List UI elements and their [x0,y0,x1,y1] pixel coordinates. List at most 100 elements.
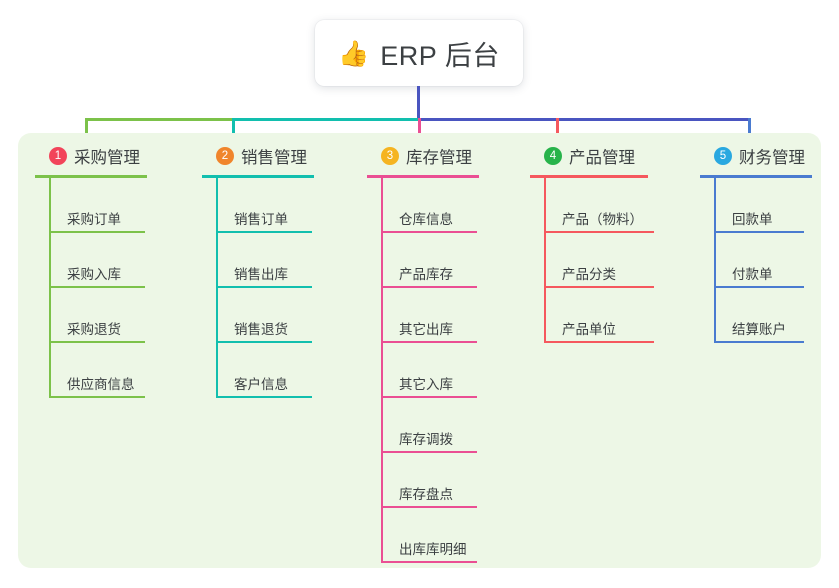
branch-header-rule [367,175,479,178]
root-node-erp-backend[interactable]: 👍 ERP 后台 [315,20,523,86]
branch-item-label: 结算账户 [732,322,786,337]
branch-item[interactable]: 采购入库 [49,233,147,288]
branch-items-finance: 回款单付款单结算账户 [700,178,812,343]
branch-spine [544,178,546,343]
branch-item[interactable]: 库存盘点 [381,453,479,508]
branch-spine [49,178,51,398]
branch-item-label: 其它入库 [399,377,453,392]
branch-item[interactable]: 产品（物料） [544,178,654,233]
branch-item[interactable]: 库存调拨 [381,398,479,453]
branch-header-purchase[interactable]: 1 采购管理 [35,143,147,169]
branch-title-label: 库存管理 [406,149,472,167]
branch-column-sales: 2 销售管理销售订单销售出库销售退货客户信息 [202,143,314,398]
branch-items-sales: 销售订单销售出库销售退货客户信息 [202,178,314,398]
branch-item-rule [381,286,477,288]
branch-item-rule [49,286,145,288]
branch-item[interactable]: 付款单 [714,233,812,288]
branch-item[interactable]: 产品分类 [544,233,654,288]
branch-item[interactable]: 仓库信息 [381,178,479,233]
branch-item-label: 产品库存 [399,267,453,282]
branch-item-rule [381,231,477,233]
branch-item-label: 采购入库 [67,267,121,282]
branch-item-label: 客户信息 [234,377,288,392]
branch-header-rule [700,175,812,178]
branch-item[interactable]: 其它入库 [381,343,479,398]
branch-item[interactable]: 其它出库 [381,288,479,343]
drop-sales [232,118,235,146]
branch-item-label: 采购退货 [67,322,121,337]
thumbs-up-icon: 👍 [338,38,370,68]
branch-item-rule [544,341,654,343]
branches-panel [18,133,821,568]
branch-item-label: 产品单位 [562,322,616,337]
branch-item-rule [216,396,312,398]
branch-item[interactable]: 销售出库 [216,233,314,288]
branch-item[interactable]: 结算账户 [714,288,812,343]
branch-number-badge: 1 [49,147,67,165]
branch-item-rule [381,396,477,398]
branch-number-badge: 2 [216,147,234,165]
branch-item[interactable]: 出库库明细 [381,508,479,563]
branch-header-rule [35,175,147,178]
branch-item[interactable]: 销售退货 [216,288,314,343]
branch-item-rule [381,506,477,508]
branch-items-purchase: 采购订单采购入库采购退货供应商信息 [35,178,147,398]
branch-item[interactable]: 产品库存 [381,233,479,288]
branch-column-purchase: 1 采购管理采购订单采购入库采购退货供应商信息 [35,143,147,398]
branch-number-badge: 3 [381,147,399,165]
branch-spine [381,178,383,563]
branch-item-label: 回款单 [732,212,773,227]
branch-item-rule [714,231,804,233]
branch-item-label: 付款单 [732,267,773,282]
branch-item-label: 销售出库 [234,267,288,282]
branch-item[interactable]: 采购订单 [49,178,147,233]
branch-header-rule [202,175,314,178]
branch-item-label: 产品分类 [562,267,616,282]
branch-items-product: 产品（物料） 产品分类产品单位 [530,178,654,343]
branch-item-rule [216,286,312,288]
branch-item-label: 其它出库 [399,322,453,337]
branch-item-label: 采购订单 [67,212,121,227]
branch-item[interactable]: 供应商信息 [49,343,147,398]
trunk-line [417,86,420,121]
bus-teal [232,118,419,121]
branch-header-stock[interactable]: 3 库存管理 [367,143,479,169]
branch-item-label: 供应商信息 [67,377,135,392]
branch-item-label: 库存调拨 [399,432,453,447]
branch-item-rule [49,396,145,398]
branch-item-label: 库存盘点 [399,487,453,502]
branch-item-rule [544,286,654,288]
branch-title-label: 采购管理 [74,149,140,167]
branch-item-rule [714,341,804,343]
branch-item-label: 仓库信息 [399,212,453,227]
branch-item-rule [381,341,477,343]
branch-item-label: 出库库明细 [399,542,467,557]
branch-item-rule [381,561,477,563]
branch-item-rule [714,286,804,288]
branch-title-label: 产品管理 [569,149,635,167]
branch-item[interactable]: 产品单位 [544,288,654,343]
branch-number-badge: 5 [714,147,732,165]
branch-item[interactable]: 客户信息 [216,343,314,398]
branch-title-label: 销售管理 [241,149,307,167]
drop-finance [748,118,751,146]
branch-item-rule [544,231,654,233]
bus-blue [418,118,750,121]
branch-item-label: 产品（物料） [562,212,643,227]
bus-green [85,118,233,121]
branch-header-sales[interactable]: 2 销售管理 [202,143,314,169]
branch-item[interactable]: 回款单 [714,178,812,233]
branch-item[interactable]: 销售订单 [216,178,314,233]
branch-item[interactable]: 采购退货 [49,288,147,343]
branch-item-rule [49,341,145,343]
drop-purchase [85,118,88,146]
branch-item-rule [49,231,145,233]
branch-item-rule [381,451,477,453]
branch-item-rule [216,231,312,233]
branch-column-stock: 3 库存管理仓库信息产品库存其它出库其它入库库存调拨库存盘点出库库明细 [367,143,479,563]
